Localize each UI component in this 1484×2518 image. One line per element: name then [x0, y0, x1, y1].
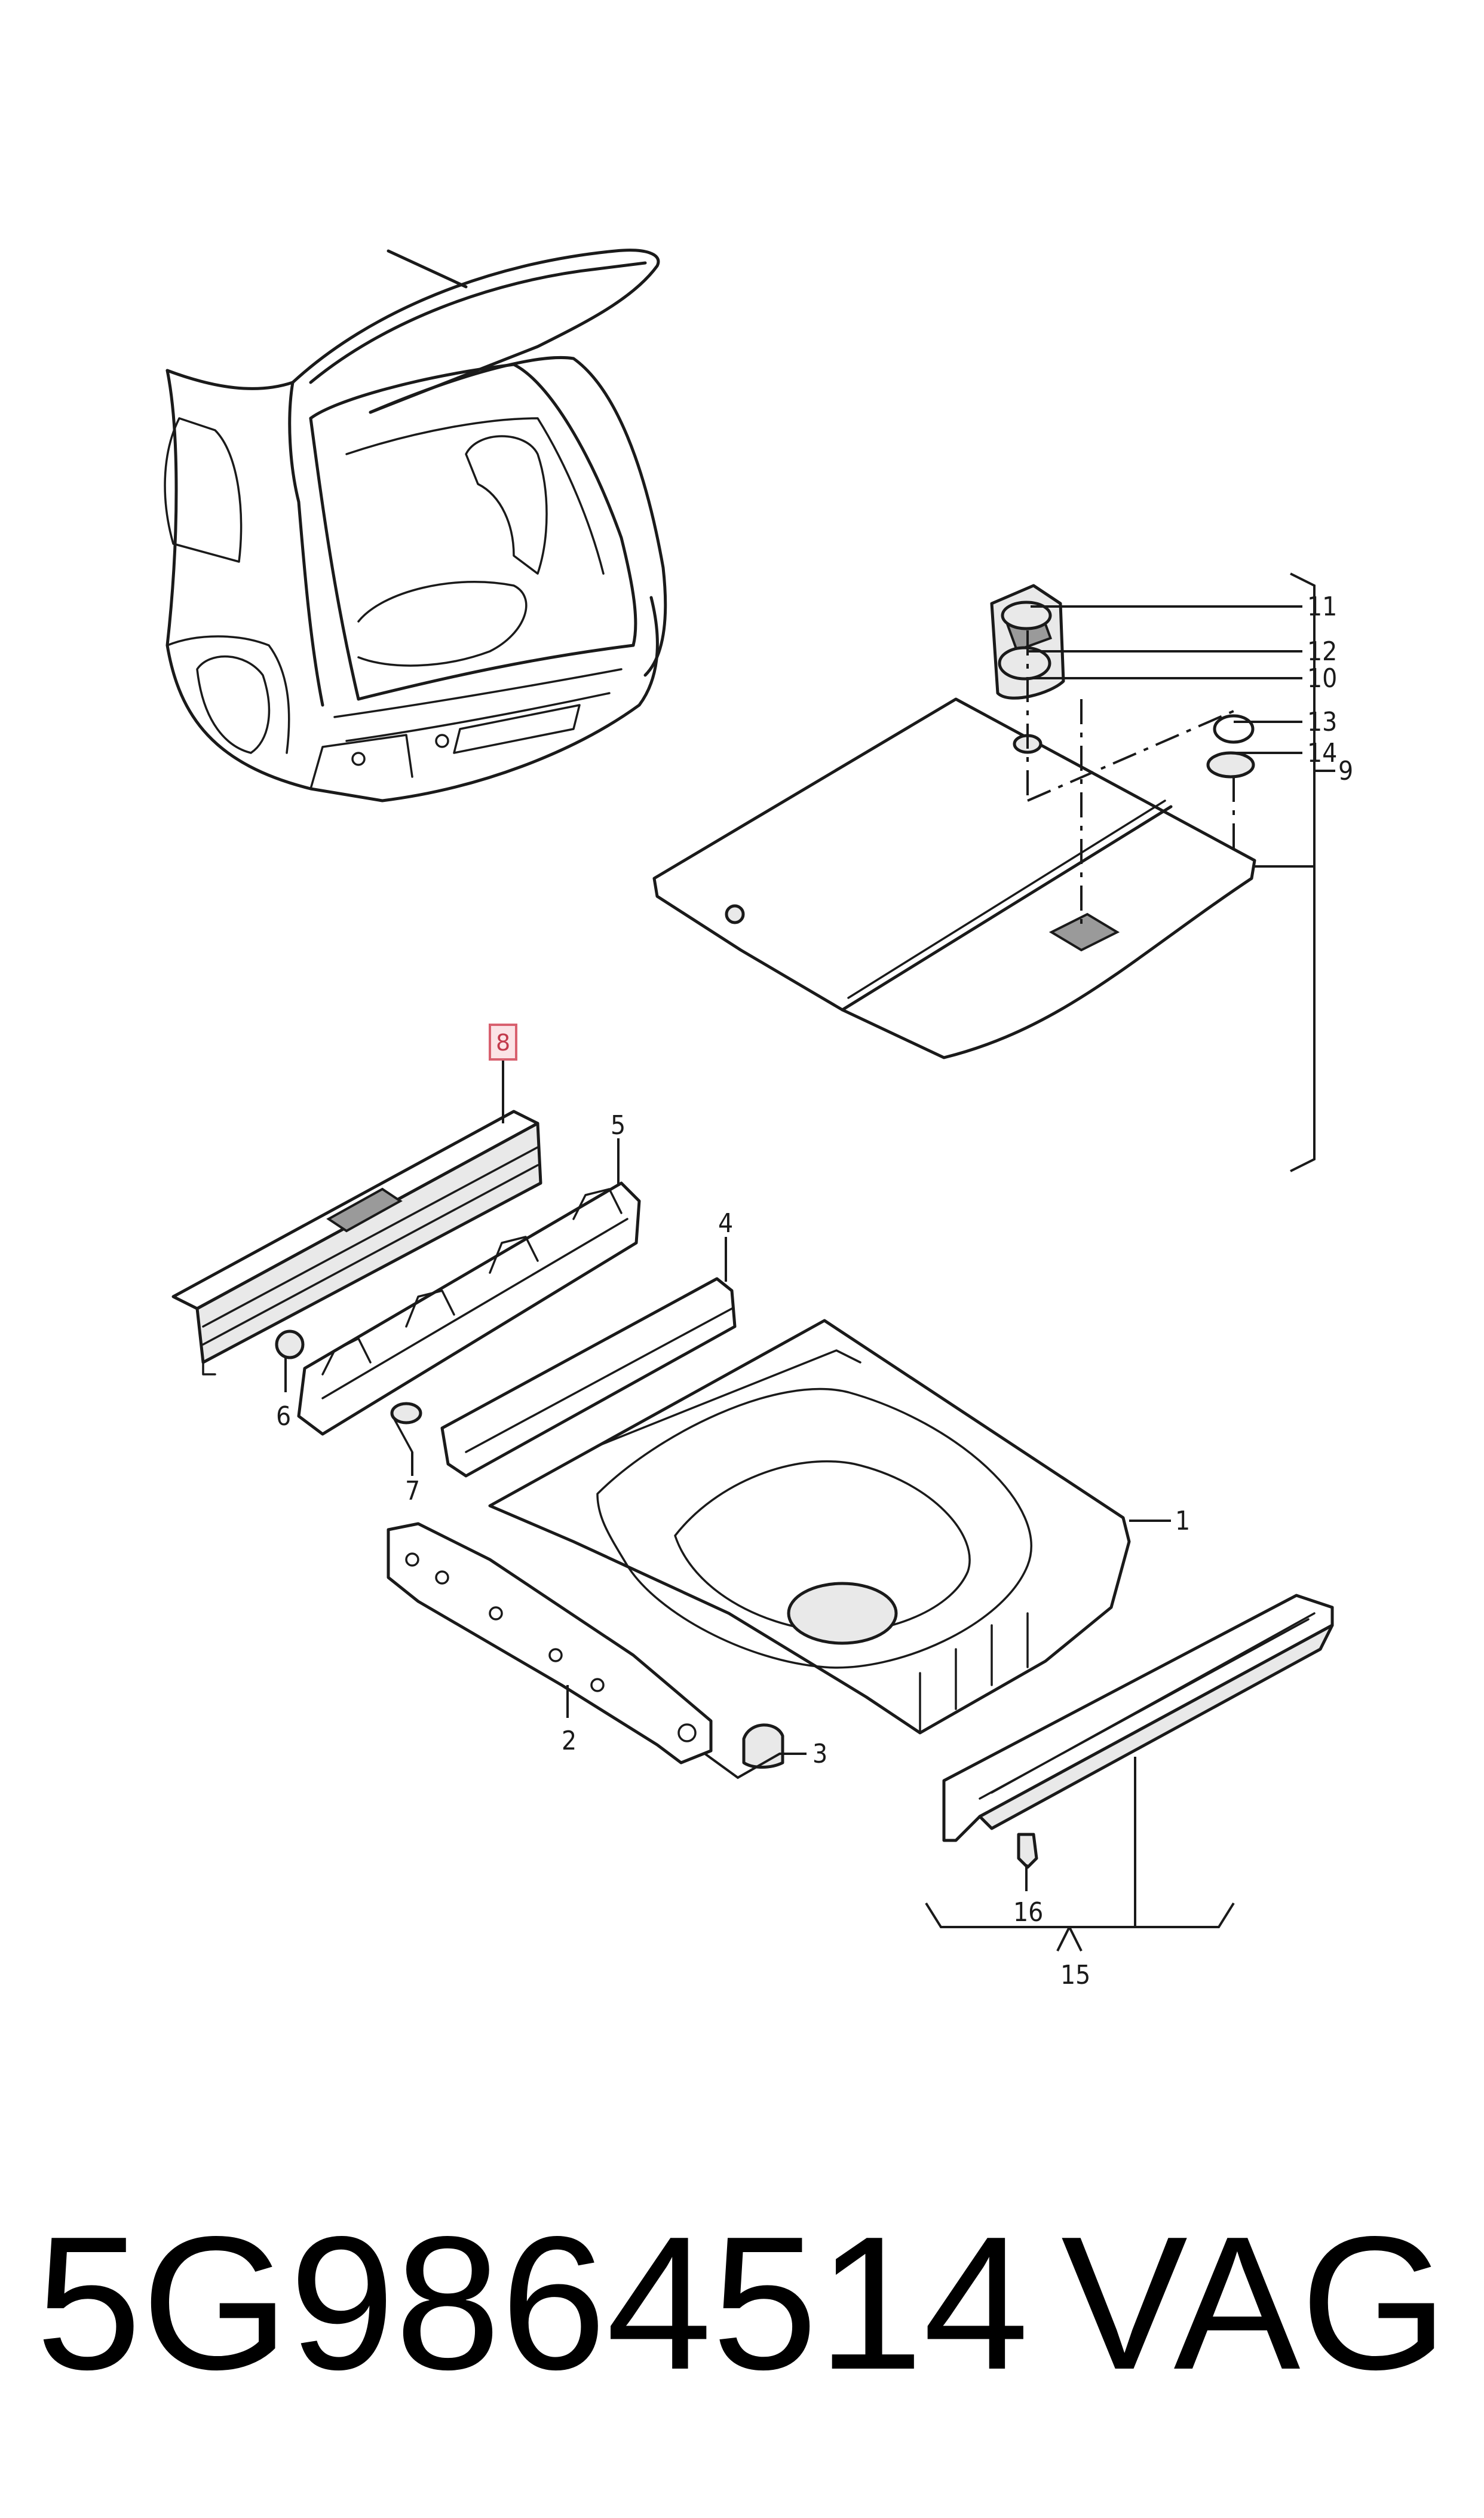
part-8-trim-cover: [171, 1110, 542, 1376]
callout-3: 3: [812, 1739, 827, 1769]
callout-4: 4: [718, 1208, 733, 1239]
callout-8: 8: [496, 1030, 510, 1056]
callout-9: 9: [1338, 756, 1353, 786]
callout-6: 6: [276, 1401, 291, 1432]
luggage-floor-panel: [652, 697, 1256, 1059]
callout-labels: 1 2 3 4 5 6 7 9 10 11 12 13 14 15 16 8: [276, 592, 1353, 1990]
callout-13: 13: [1307, 707, 1337, 737]
callout-16: 16: [1013, 1897, 1043, 1928]
vehicle-rear-illustration: [164, 249, 667, 802]
part-6-clip: [275, 1330, 305, 1359]
part-7-screw: [390, 1402, 422, 1453]
part-3-clip: [742, 1723, 784, 1769]
floor-panel-fasteners: [990, 584, 1255, 779]
part-5-foam-insert: [297, 1181, 641, 1436]
callout-7: 7: [405, 1476, 420, 1506]
callout-14: 14: [1307, 738, 1337, 768]
callout-10: 10: [1307, 663, 1337, 694]
callout-5: 5: [611, 1110, 626, 1141]
callout-11: 11: [1307, 592, 1337, 622]
callout-1: 1: [1175, 1506, 1190, 1536]
part-4-bar: [440, 1277, 737, 1478]
callout-2: 2: [562, 1726, 577, 1756]
part-1-floor-pan: [488, 1319, 1131, 1735]
brand-name: VAG: [1061, 2197, 1448, 2409]
part-2-bracket: [387, 1522, 713, 1765]
part-15-sill-cover: [942, 1594, 1334, 1842]
leader-lines: [284, 572, 1335, 1952]
part-16-clip: [1017, 1833, 1038, 1869]
callout-12: 12: [1307, 636, 1337, 667]
callout-8-highlight-box: [489, 1024, 517, 1061]
callout-15: 15: [1060, 1960, 1090, 1990]
part-number: 5G9864514: [36, 2197, 1029, 2409]
